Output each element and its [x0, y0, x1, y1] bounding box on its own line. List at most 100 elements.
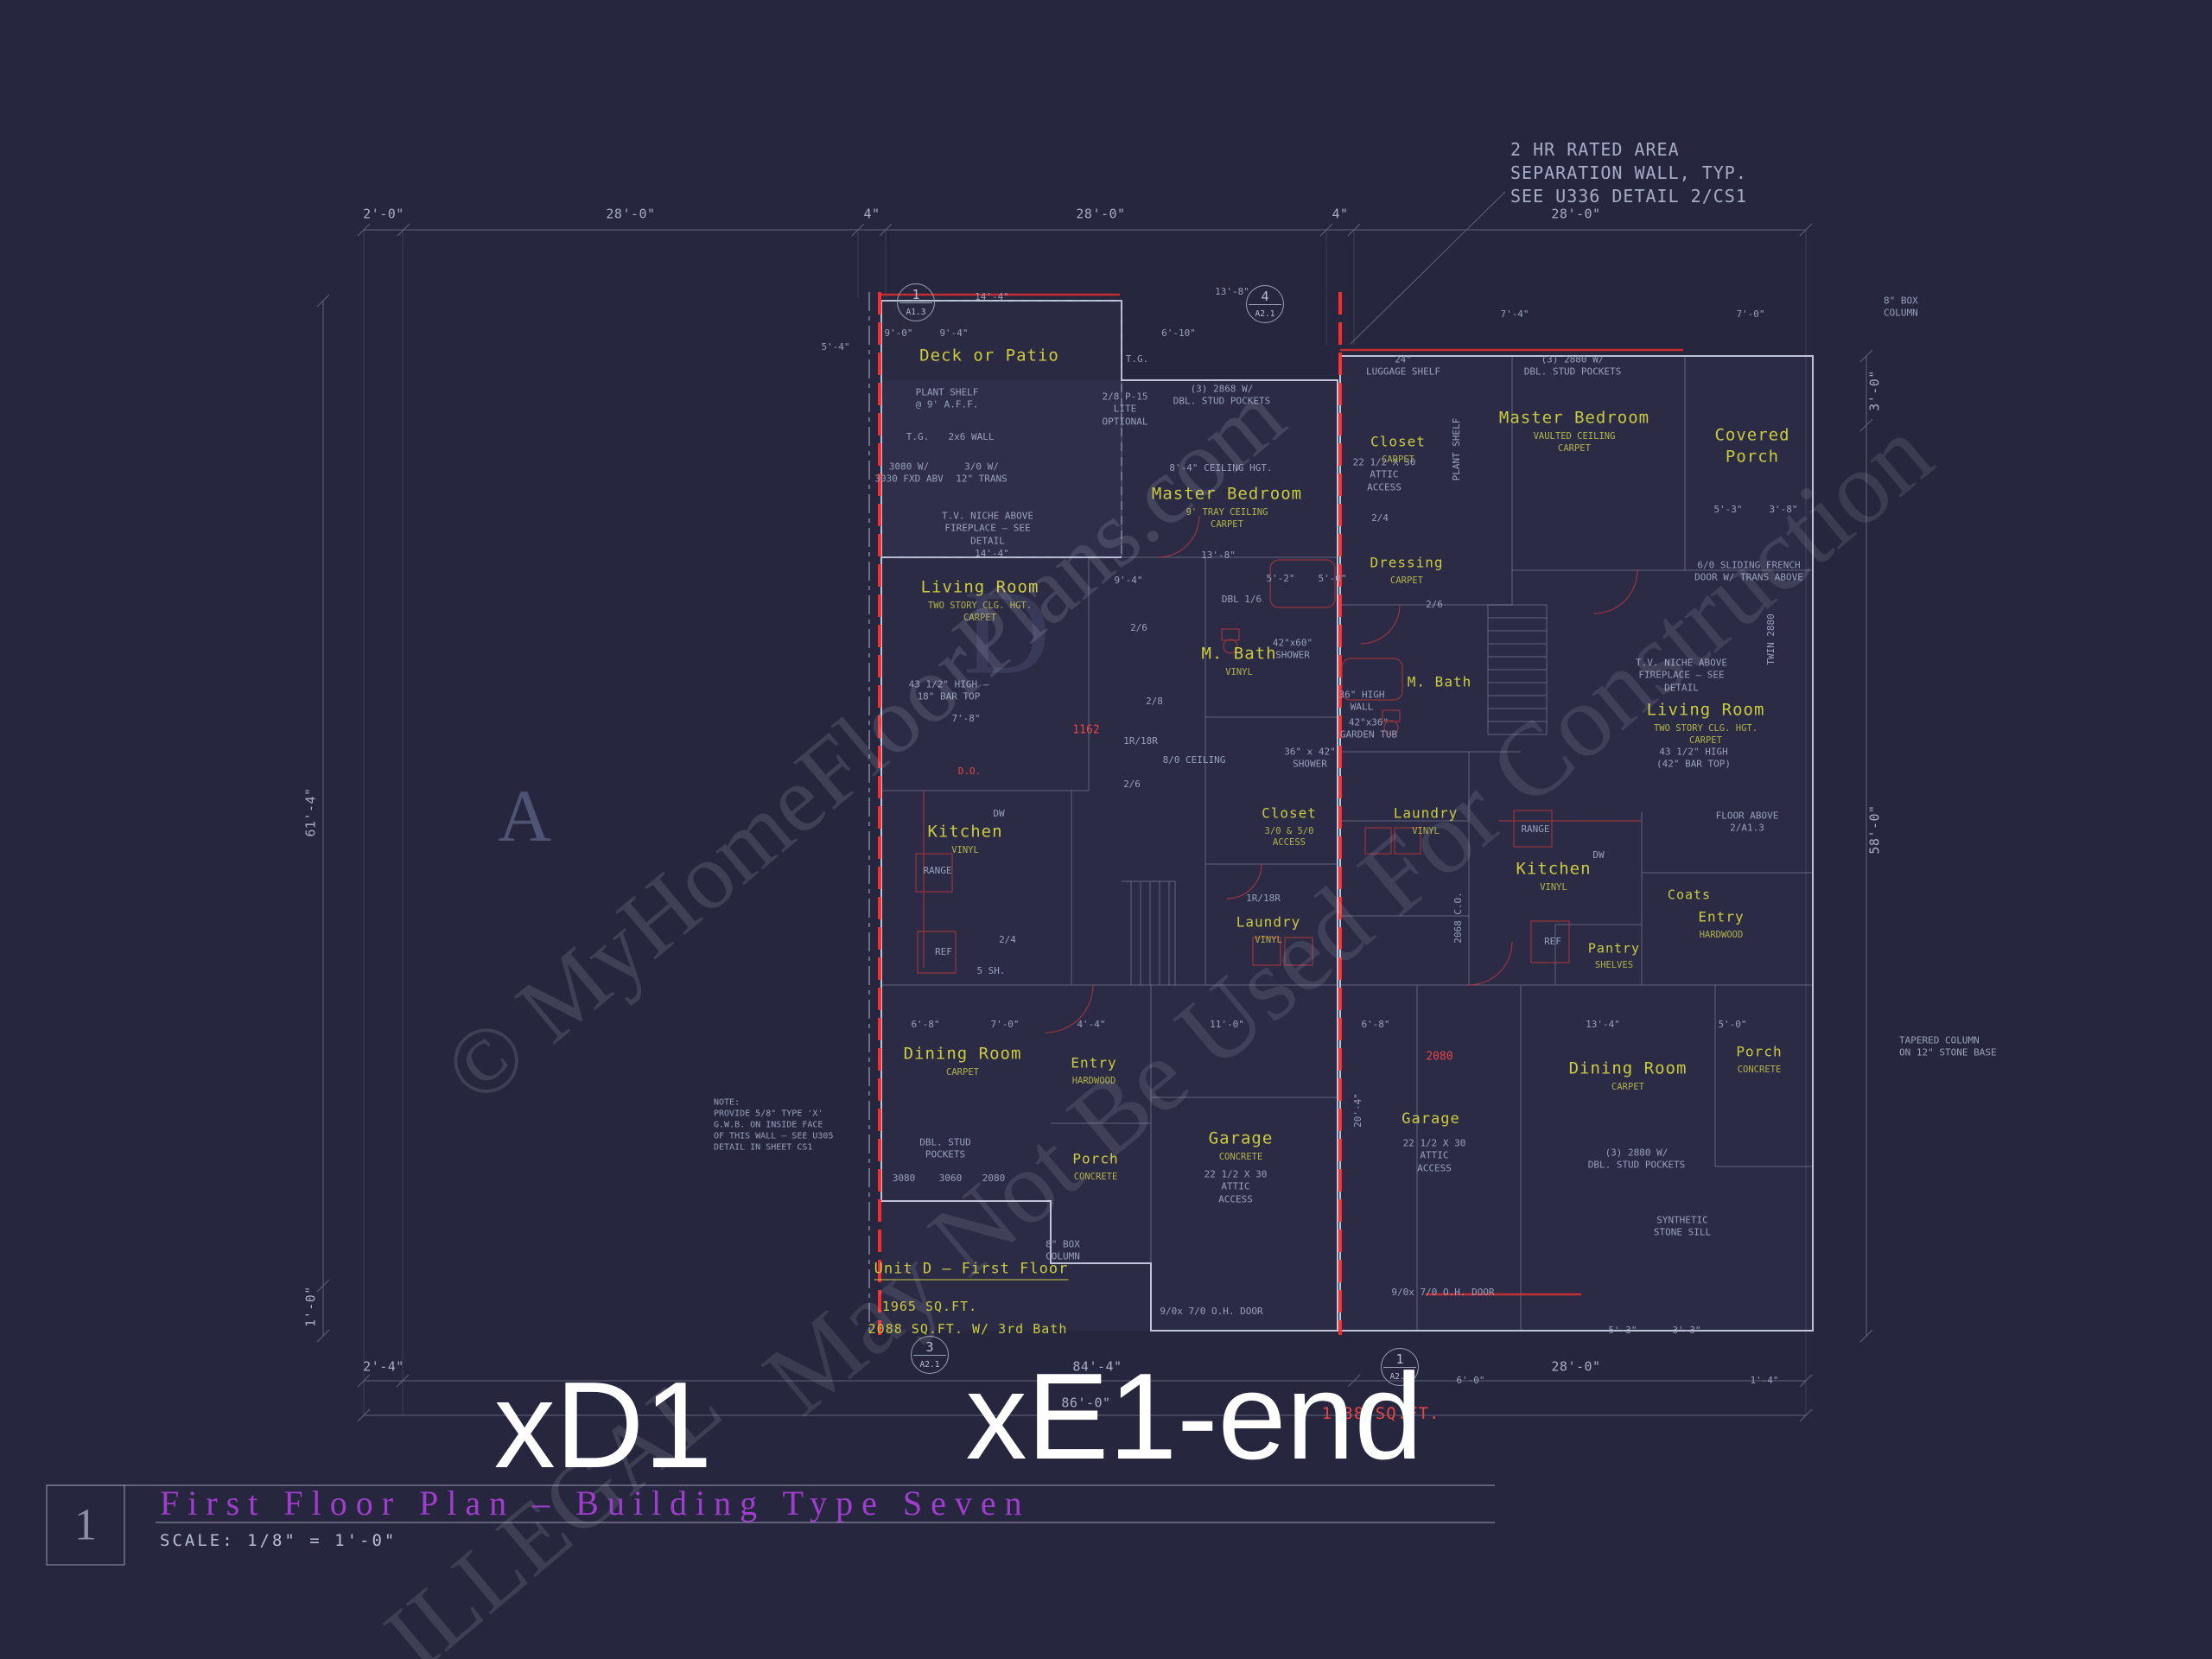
- annotation: NOTE: PROVIDE 5/8" TYPE 'X' G.W.B. ON IN…: [714, 1097, 834, 1153]
- dimension-label: 2'-0": [363, 206, 404, 222]
- sheet-title: First Floor Plan – Building Type Seven: [160, 1484, 1031, 1522]
- annotation: 9'-0": [884, 327, 913, 339]
- annotation: 1162: [1072, 723, 1100, 737]
- unit-d-area-alt: 2088 SQ.FT. W/ 3rd Bath: [868, 1321, 1068, 1337]
- room-finish-label: VINYL: [1255, 934, 1282, 945]
- annotation: 22 1/2 X 30 ATTIC ACCESS: [1352, 456, 1416, 493]
- room-label: Dining Room: [1568, 1058, 1688, 1078]
- annotation: 3080: [892, 1172, 916, 1184]
- sheet-number: 1: [74, 1500, 97, 1550]
- room-label: Master Bedroom: [1151, 484, 1303, 504]
- annotation: 22 1/2 X 30 ATTIC ACCESS: [1204, 1168, 1268, 1205]
- annotation: 13'-8": [1201, 549, 1236, 561]
- annotation: SYNTHETIC STONE SILL: [1653, 1214, 1712, 1238]
- annotation: 6'-10": [1161, 327, 1196, 339]
- annotation: 8'-4" CEILING HGT.: [1169, 461, 1273, 474]
- annotation: 7'-0": [1736, 308, 1765, 320]
- annotation: 2/8: [1146, 695, 1163, 707]
- annotation: 24" LUGGAGE SHELF: [1365, 353, 1441, 378]
- room-label: Pantry: [1587, 940, 1641, 957]
- detail-bubble-sheet: A1.3: [906, 308, 926, 317]
- annotation: 11'-0": [1210, 1018, 1244, 1030]
- room-label: Kitchen: [927, 822, 1003, 842]
- annotation: DBL. STUD POCKETS: [919, 1136, 971, 1160]
- annotation: 2/6: [1123, 778, 1141, 790]
- annotation: 3/0 W/ 12" TRANS: [956, 461, 1007, 485]
- room-finish-label: VINYL: [951, 845, 979, 856]
- annotation: 4'-4": [1077, 1018, 1106, 1030]
- annotation: 5 SH.: [976, 964, 1006, 976]
- annotation: T.V. NICHE ABOVE FIREPLACE – SEE DETAIL: [942, 510, 1033, 547]
- annotation: 3060: [938, 1172, 963, 1184]
- annotation: 2/6: [1130, 621, 1147, 633]
- annotation: (3) 2880 W/ DBL. STUD POCKETS: [1587, 1147, 1686, 1171]
- annotation: 1R/18R: [1246, 892, 1281, 904]
- room-finish-label: HARDWOOD: [1071, 1075, 1116, 1086]
- annotation: (3) 2868 W/ DBL. STUD POCKETS: [1173, 383, 1271, 407]
- annotation: 2/4: [1371, 512, 1389, 524]
- room-label: Laundry: [1393, 804, 1459, 822]
- room-finish-label: VINYL: [1412, 825, 1440, 836]
- dimension-label: 84'-4": [1072, 1358, 1122, 1375]
- annotation: T.G.: [1125, 353, 1149, 365]
- annotation: 9'-4": [1114, 574, 1143, 586]
- annotation: 5'-0": [1718, 1018, 1747, 1030]
- annotation: 43 1/2" HIGH – 18" BAR TOP: [908, 678, 989, 702]
- annotation: DBL 1/6: [1221, 593, 1262, 605]
- annotation: 13'-4": [1586, 1018, 1620, 1030]
- annotation: 9/0x 7/0 O.H. DOOR: [1391, 1286, 1495, 1298]
- room-finish-label: CARPET: [1390, 575, 1423, 586]
- annotation: 22 1/2 X 30 ATTIC ACCESS: [1402, 1137, 1466, 1174]
- annotation: 5'-0": [1318, 572, 1347, 584]
- unit-d-name: Unit D – First Floor: [874, 1261, 1069, 1281]
- annotation: 6'-8": [1361, 1018, 1390, 1030]
- room-label: Entry: [1071, 1054, 1117, 1071]
- annotation: 9'-4": [939, 327, 969, 339]
- room-label: Dressing: [1370, 554, 1444, 571]
- room-finish-label: VINYL: [1225, 667, 1253, 678]
- room-label: Closet: [1262, 804, 1317, 822]
- room-finish-label: 9' TRAY CEILING CARPET: [1185, 507, 1268, 531]
- annotation: 7'-4": [1500, 308, 1529, 320]
- annotation: PLANT SHELF @ 9' A.F.F.: [915, 386, 979, 410]
- annotation: 2080: [1426, 1050, 1453, 1064]
- annotation: 6'-0": [1456, 1374, 1485, 1386]
- room-finish-label: CARPET: [1611, 1082, 1644, 1093]
- annotation: 2080: [982, 1172, 1006, 1184]
- annotation: 13'-8": [1215, 285, 1249, 297]
- ghost-letter: A: [497, 774, 552, 857]
- annotation: 5'-3": [1608, 1324, 1637, 1336]
- room-label: Porch: [1736, 1043, 1783, 1060]
- room-label: Porch: [1072, 1150, 1119, 1167]
- dimension-label: 4": [1332, 206, 1349, 222]
- annotation: 14'-4": [975, 290, 1009, 302]
- annotation: 42"x36" GARDEN TUB: [1339, 716, 1398, 741]
- room-finish-label: CONCRETE: [1073, 1171, 1118, 1182]
- room-label: Kitchen: [1516, 859, 1592, 879]
- dimension-label: 4": [863, 206, 880, 222]
- detail-bubble-number: 1: [912, 287, 920, 302]
- scale-label: SCALE: 1/8" = 1'-0": [160, 1531, 397, 1550]
- room-finish-label: 3/0 & 5/0 ACCESS: [1264, 825, 1314, 849]
- annotation: T.V. NICHE ABOVE FIREPLACE – SEE DETAIL: [1636, 657, 1727, 694]
- annotation: 6'-8": [911, 1018, 940, 1030]
- annotation: FLOOR ABOVE 2/A1.3: [1715, 810, 1779, 834]
- room-label: Living Room: [1646, 700, 1765, 720]
- annotation: 1R/18R: [1123, 734, 1158, 747]
- dimension-label: 28'-0": [1551, 1358, 1601, 1375]
- room-finish-label: CARPET: [1382, 454, 1414, 465]
- dimension-label: 28'-0": [1076, 206, 1126, 222]
- annotation: 8/0 CEILING: [1162, 753, 1226, 766]
- annotation: 43 1/2" HIGH (42" BAR TOP): [1656, 746, 1732, 770]
- room-finish-label: SHELVES: [1594, 960, 1634, 970]
- annotation: 3'-8": [1769, 503, 1798, 515]
- room-label: Garage: [1208, 1128, 1274, 1148]
- annotation: 2/8 P-15 LITE OPTIONAL: [1102, 391, 1148, 428]
